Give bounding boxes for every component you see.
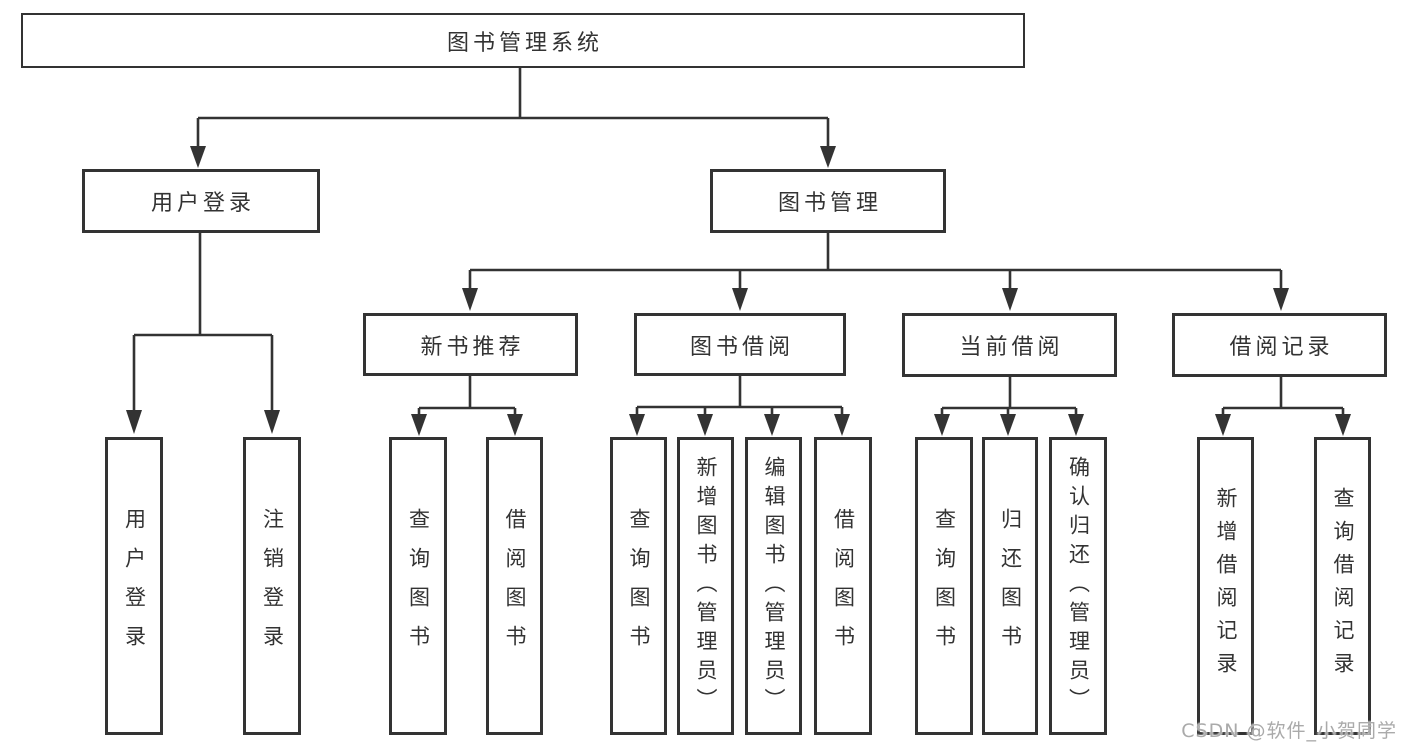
leaf-label: 确认归还（管理员） — [1066, 455, 1091, 717]
node-book-management: 图书管理 — [710, 169, 946, 233]
node-label: 当前借阅 — [959, 335, 1064, 360]
arrowheads-book-borrow-children — [629, 414, 850, 436]
node-label: 新书推荐 — [420, 334, 525, 360]
leaf-query-borrow-record: 查询借阅记录 — [1314, 437, 1371, 735]
leaf-query-books-recommend: 查询图书 — [389, 437, 447, 735]
leaf-borrow-books-borrowing: 借阅图书 — [814, 437, 872, 735]
leaf-edit-books-admin: 编辑图书（管理员） — [745, 437, 802, 735]
leaf-label: 新增图书（管理员） — [694, 455, 718, 717]
leaf-logout: 注销登录 — [243, 437, 301, 735]
leaf-query-books-borrowing: 查询图书 — [610, 437, 667, 735]
arrowheads-user-login-children — [126, 410, 280, 434]
node-book-borrowing: 图书借阅 — [634, 313, 846, 376]
csdn-watermark: CSDN @软件_小贺同学 — [1181, 720, 1397, 742]
connector-borrow-record-children — [1221, 377, 1345, 416]
leaf-label: 借阅图书 — [831, 508, 856, 664]
leaf-label: 查询图书 — [627, 508, 651, 664]
node-label: 图书管理系统 — [446, 30, 603, 56]
leaf-label: 新增借阅记录 — [1214, 487, 1238, 685]
node-user-login: 用户登录 — [82, 169, 320, 233]
connector-book-borrow-children — [635, 376, 844, 416]
leaf-add-books-admin: 新增图书（管理员） — [677, 437, 734, 735]
node-label: 图书管理 — [777, 191, 882, 216]
connector-user-login-children — [132, 233, 274, 412]
leaf-return-books: 归还图书 — [982, 437, 1038, 735]
node-borrow-records: 借阅记录 — [1172, 313, 1387, 377]
arrowheads-current-borrow-children — [934, 414, 1084, 436]
leaf-label: 查询借阅记录 — [1331, 487, 1355, 685]
arrowheads-borrow-record-children — [1215, 414, 1351, 436]
connector-new-book-children — [417, 376, 517, 416]
leaf-borrow-books-recommend: 借阅图书 — [486, 437, 543, 735]
leaf-label: 注销登录 — [260, 508, 285, 664]
leaf-label: 借阅图书 — [503, 508, 527, 664]
leaf-label: 用户登录 — [122, 508, 147, 664]
node-label: 用户登录 — [150, 191, 255, 216]
leaf-label: 查询图书 — [932, 508, 957, 664]
connector-root-to-level2 — [196, 68, 830, 148]
arrowheads-new-book-children — [411, 414, 523, 436]
connector-current-borrow-children — [940, 377, 1078, 416]
leaf-add-borrow-record: 新增借阅记录 — [1197, 437, 1254, 735]
leaf-confirm-return-admin: 确认归还（管理员） — [1049, 437, 1107, 735]
arrowheads-book-mgmt-children — [462, 288, 1289, 311]
node-label: 借阅记录 — [1229, 335, 1334, 360]
connector-book-mgmt-children — [468, 233, 1283, 290]
node-new-book-recommend: 新书推荐 — [363, 313, 578, 376]
leaf-label: 查询图书 — [406, 508, 431, 664]
arrowheads-level2 — [190, 146, 836, 168]
node-label: 图书借阅 — [689, 334, 794, 360]
node-current-borrowing: 当前借阅 — [902, 313, 1117, 377]
leaf-label: 归还图书 — [998, 508, 1023, 664]
leaf-user-login: 用户登录 — [105, 437, 163, 735]
node-root-library-system: 图书管理系统 — [21, 13, 1025, 68]
leaf-query-books-current: 查询图书 — [915, 437, 973, 735]
leaf-label: 编辑图书（管理员） — [762, 455, 786, 717]
